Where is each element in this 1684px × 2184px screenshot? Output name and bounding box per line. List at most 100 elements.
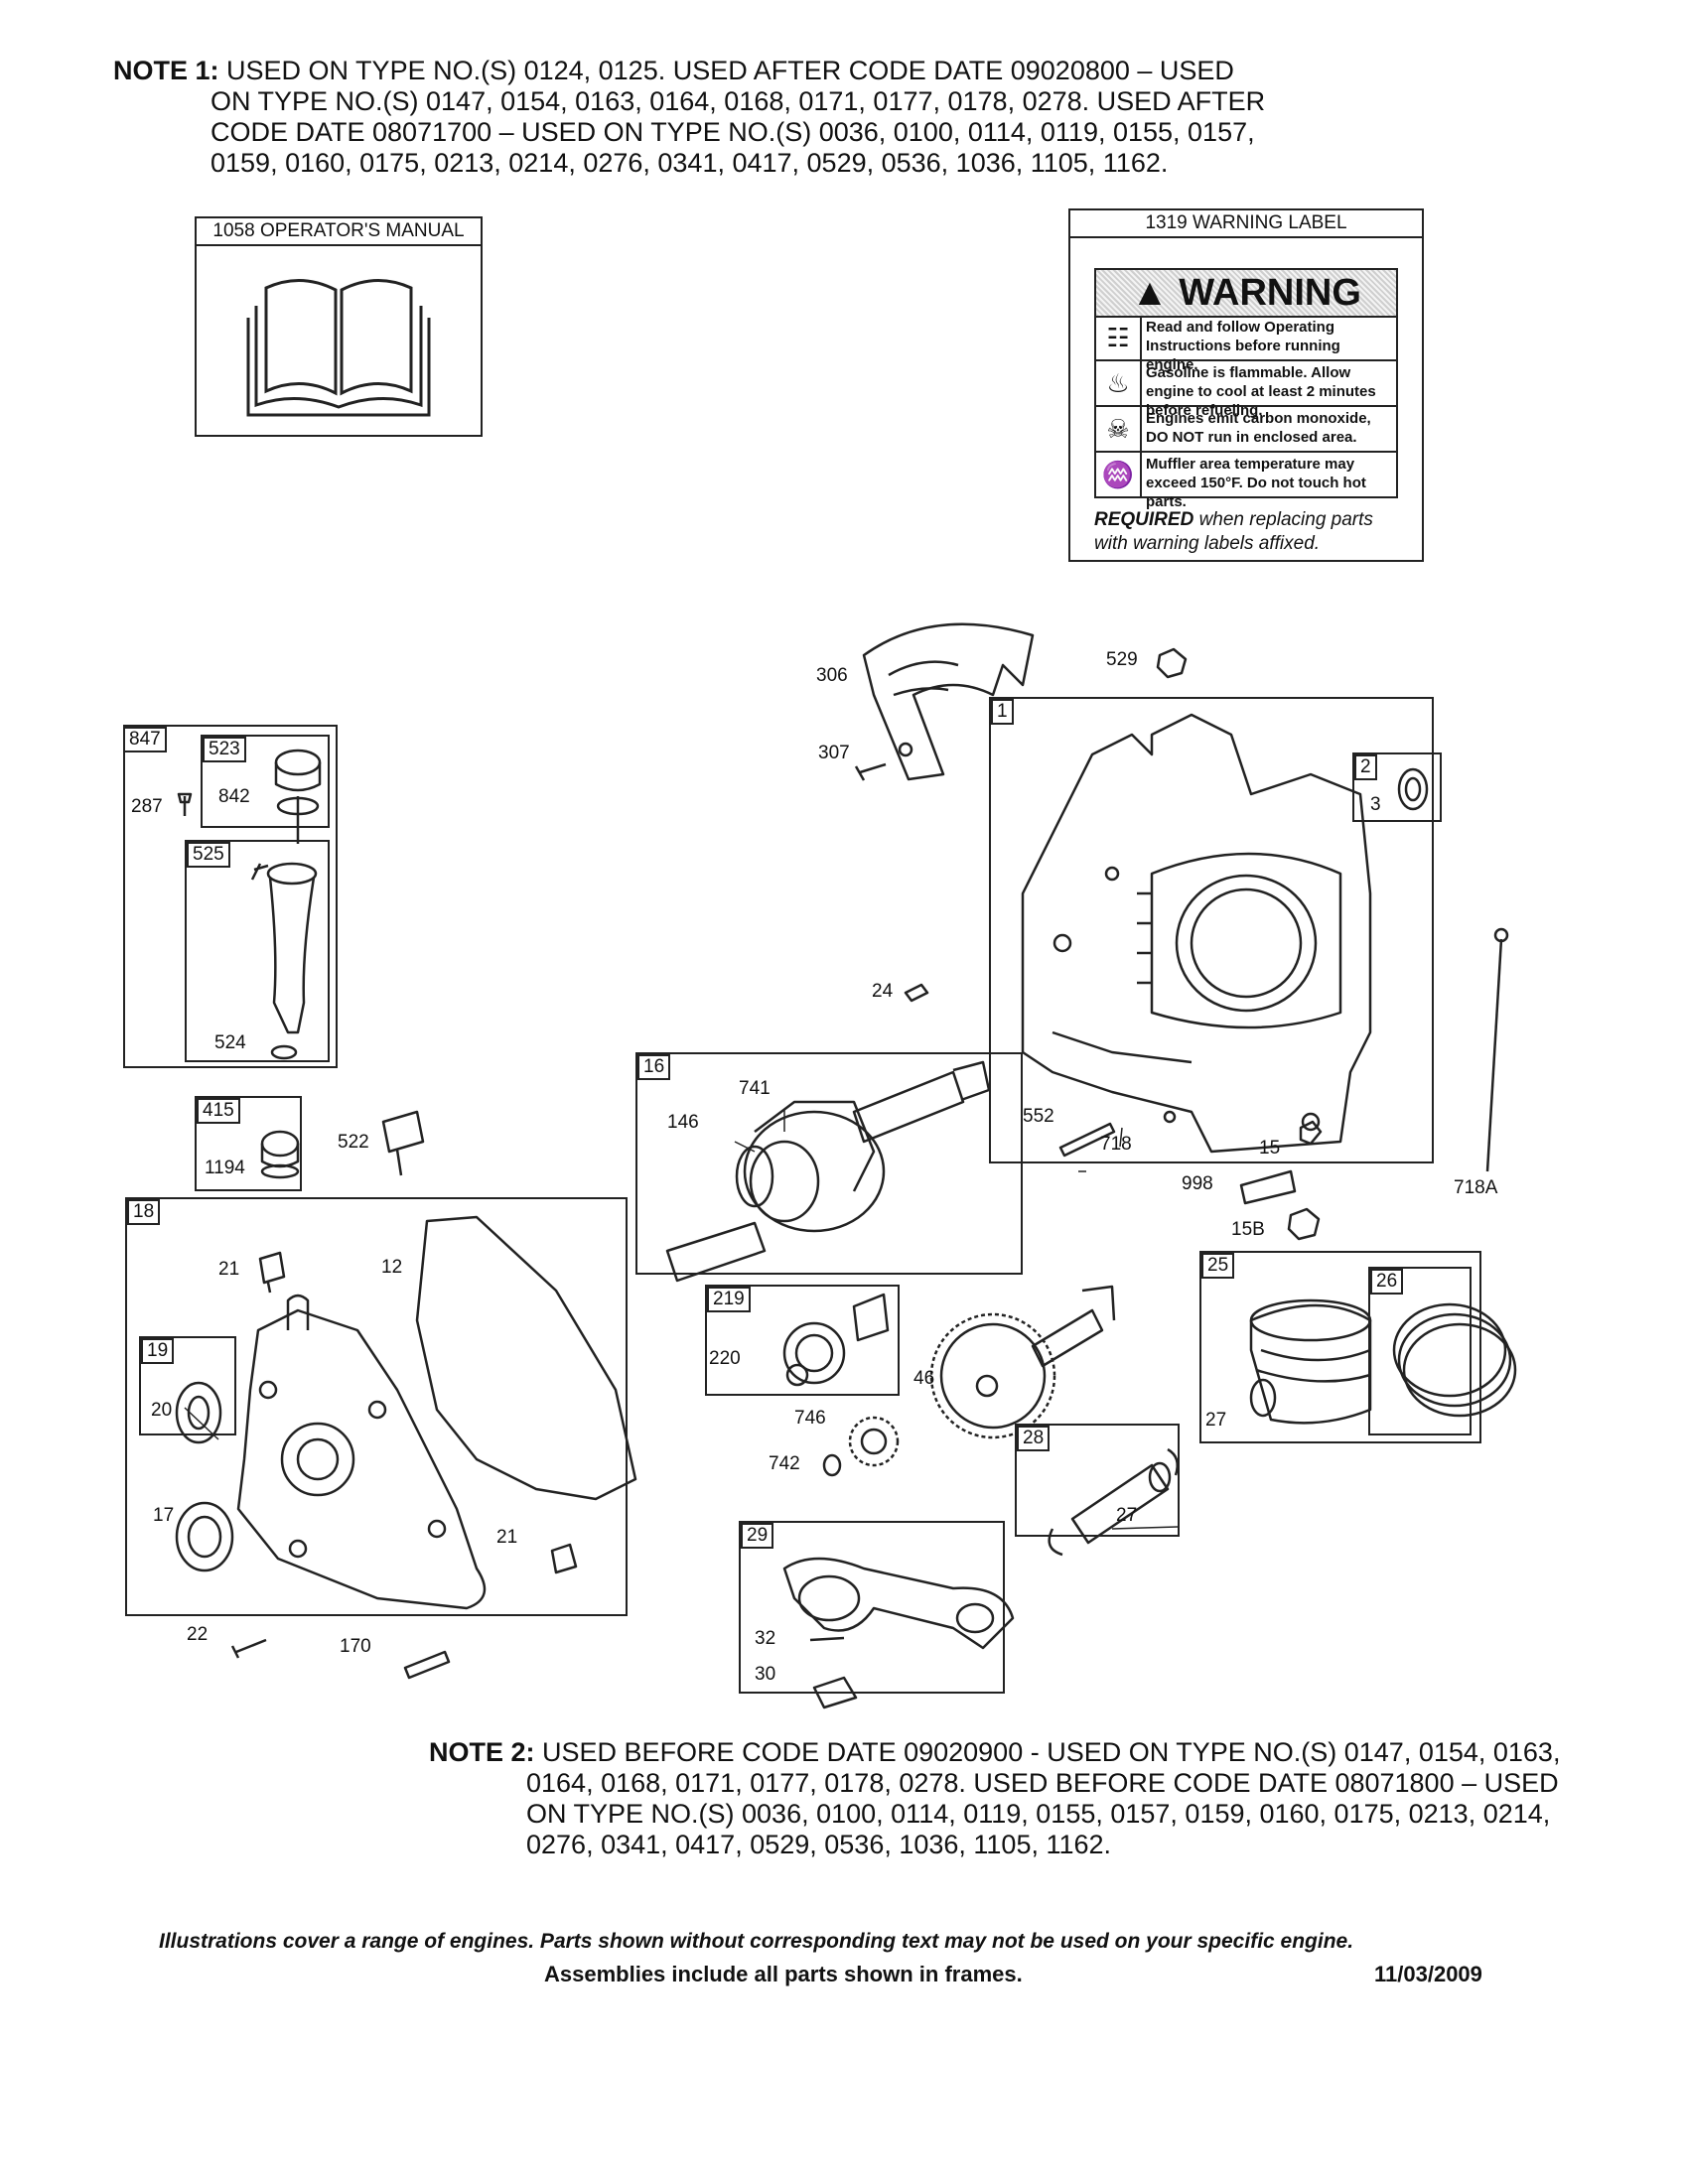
note-2-line: 0164, 0168, 0171, 0177, 0178, 0278. USED… [526,1768,1559,1798]
note-1: NOTE 1: USED ON TYPE NO.(S) 0124, 0125. … [113,56,1265,179]
frame-tag-1: 1 [991,699,1014,725]
ball-bearing-drawing [175,1501,234,1572]
warning-label-title: 1319 WARNING LABEL [1070,210,1422,238]
part-label: 842 [218,786,250,807]
pin-part-drawing [1058,1122,1116,1158]
piston-drawing [1249,1298,1372,1425]
dipstick-cap-drawing [274,749,322,844]
frame-28 [1015,1424,1180,1537]
frame-25 [1199,1251,1481,1443]
small-gear-drawing [848,1416,900,1467]
drain-plug-drawing [260,1130,300,1179]
part-label: 307 [818,743,850,763]
shroud-part-drawing [862,622,1035,781]
frame-19 [139,1336,236,1435]
crankcase-drawing [1021,713,1372,1154]
warning-label-box: 1319 WARNING LABEL ▲ WARNING ☷ Read and … [1068,208,1424,562]
part-label: 15 [1259,1138,1281,1159]
part-label: 12 [381,1257,403,1278]
oil-seal-drawing [175,1381,222,1444]
frame-tag-18: 18 [127,1199,161,1225]
note-1-label: NOTE 1: [113,56,219,85]
governor-gear-drawing [782,1293,890,1387]
frame-tag-525: 525 [187,842,230,868]
frame-tag-26: 26 [1370,1269,1404,1295]
note-1-line: USED ON TYPE NO.(S) 0124, 0125. USED AFT… [226,56,1234,85]
note-2-line: 0276, 0341, 0417, 0529, 0536, 1036, 1105… [526,1830,1112,1859]
frame-tag-29: 29 [741,1523,774,1549]
warning-required-note: REQUIRED when replacing parts with warni… [1094,508,1408,556]
fumes-icon: ☠ [1096,407,1142,451]
footer-date: 11/03/2009 [1374,1962,1482,1986]
wire-part-drawing [1485,938,1503,1172]
frame-16 [635,1052,1023,1275]
note-1-line: CODE DATE 08071700 – USED ON TYPE NO.(S)… [210,117,1255,147]
fitting-21b-drawing [550,1543,578,1574]
part-label: 15B [1231,1219,1265,1240]
hot-surface-icon: ♒ [1096,453,1142,496]
frame-525 [185,840,330,1062]
part-label: 306 [816,665,848,686]
fire-icon: ♨ [1096,361,1142,405]
part-label: 742 [769,1453,800,1474]
part-label: 146 [667,1112,699,1133]
screw-287-drawing [177,792,193,816]
bearing-seal-drawing [1397,767,1429,811]
stud-part-drawing [1239,1169,1297,1205]
book-icon: ☷ [1096,316,1142,359]
warning-row: ♨ Gasoline is flammable. Allow engine to… [1094,361,1398,419]
washer-742-drawing [822,1453,842,1477]
warning-row: ☠ Engines emit carbon monoxide, DO NOT r… [1094,407,1398,453]
bolt-22-drawing [230,1638,267,1659]
part-label: 24 [872,981,894,1002]
part-label: 220 [709,1348,741,1369]
part-label: 522 [338,1132,369,1153]
warning-row-text: Gasoline is flammable. Allow engine to c… [1146,364,1376,419]
warning-heading: ▲ WARNING [1094,268,1398,318]
warning-heading-text: WARNING [1179,272,1361,314]
frame-tag-25: 25 [1201,1253,1235,1279]
screw-part-drawing [854,762,887,781]
frame-847 [123,725,338,1068]
gasket-drawing [415,1215,637,1501]
part-label: 17 [153,1505,175,1526]
key-part-drawing [904,983,929,1003]
part-label: 30 [755,1664,776,1685]
warning-row: ♒ Muffler area temperature may exceed 15… [1094,453,1398,510]
frame-tag-19: 19 [141,1338,175,1364]
part-label: 287 [131,796,163,817]
part-label: 529 [1106,649,1138,670]
note-1-line: ON TYPE NO.(S) 0147, 0154, 0163, 0164, 0… [210,86,1266,116]
note-1-line: 0159, 0160, 0175, 0213, 0214, 0276, 0341… [210,148,1169,178]
crankshaft-drawing [665,1060,991,1283]
operators-manual-box: 1058 OPERATOR'S MANUAL [195,216,483,437]
part-label: 27 [1116,1505,1138,1526]
frame-26 [1368,1267,1472,1435]
frame-tag-16: 16 [637,1054,671,1080]
part-label: 22 [187,1624,209,1645]
fitting-21-drawing [258,1251,286,1294]
leader-lines [184,1110,1179,1530]
part-label: 524 [214,1032,246,1053]
piston-rings-drawing [1392,1302,1517,1418]
part-label: 3 [1370,794,1381,815]
part-label: 998 [1182,1173,1213,1194]
plug-part-drawing [1299,1120,1323,1146]
camshaft-drawing [929,1285,1116,1439]
part-label: 46 [913,1368,935,1389]
frame-415 [195,1096,302,1191]
frame-29 [739,1521,1005,1694]
warning-row-text: Read and follow Operating Instructions b… [1146,319,1340,373]
frame-219 [705,1285,900,1396]
frame-tag-523: 523 [203,737,246,762]
note-2-line: USED BEFORE CODE DATE 09020900 - USED ON… [542,1737,1561,1767]
frame-tag-847: 847 [123,727,167,752]
frame-2 [1352,752,1442,822]
crankcase-cover-drawing [236,1294,487,1610]
nut-15b-drawing [1287,1207,1321,1241]
footer-assemblies: Assemblies include all parts shown in fr… [544,1962,1023,1986]
frame-tag-2: 2 [1354,754,1377,780]
part-label: 718A [1454,1177,1498,1198]
warning-row-text: Engines emit carbon monoxide, DO NOT run… [1146,410,1371,446]
